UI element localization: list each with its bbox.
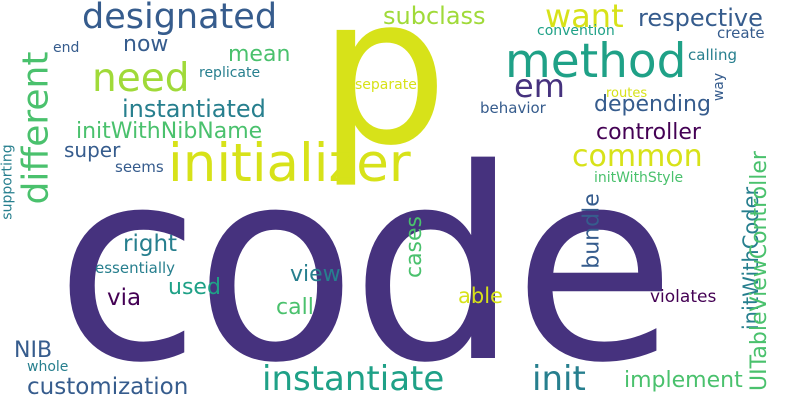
word-bundle: bundle — [579, 193, 605, 269]
word-code: code — [55, 113, 676, 400]
word-common: common — [572, 139, 703, 174]
word-supporting: supporting — [0, 144, 16, 220]
word-super: super — [64, 138, 121, 162]
word-via: via — [107, 285, 142, 311]
word-convention: convention — [537, 23, 615, 39]
word-depending: depending — [594, 92, 711, 117]
word-initWithStyle: initWithStyle — [594, 170, 684, 186]
word-initWithNibName: initWithNibName — [76, 119, 263, 144]
word-call: call — [276, 295, 314, 320]
word-now: now — [123, 32, 169, 57]
word-subclass: subclass — [383, 2, 486, 30]
word-UITableViewController: UITableViewController — [746, 151, 772, 391]
word-separate: separate — [355, 77, 417, 93]
word-instantiate: instantiate — [262, 359, 445, 399]
word-initializer: initializer — [168, 133, 411, 194]
word-method: method — [505, 34, 687, 89]
word-essentially: essentially — [95, 259, 176, 277]
word-right: right — [123, 231, 178, 257]
word-used: used — [168, 275, 221, 300]
word-way: way — [711, 72, 728, 102]
word-mean: mean — [228, 42, 291, 67]
word-p: p — [318, 0, 449, 191]
word-want: want — [545, 0, 624, 35]
word-replicate: replicate — [199, 65, 261, 81]
word-calling: calling — [688, 46, 737, 64]
word-init: init — [532, 359, 586, 399]
word-NIB: NIB — [14, 338, 53, 363]
word-different: different — [15, 51, 57, 205]
word-view: view — [290, 262, 341, 287]
word-em: em — [514, 67, 565, 105]
word-violates: violates — [650, 287, 717, 307]
word-instantiated: instantiated — [122, 95, 266, 123]
word-respective: respective — [638, 4, 763, 32]
word-routes: routes — [606, 86, 648, 101]
word-cases: cases — [402, 215, 428, 279]
word-controller: controller — [596, 120, 701, 145]
word-create: create — [717, 24, 765, 42]
word-end: end — [53, 40, 80, 56]
word-implement: implement — [624, 368, 743, 393]
word-need: need — [92, 56, 190, 101]
word-whole: whole — [27, 359, 69, 375]
word-behavior: behavior — [480, 99, 546, 117]
word-able: able — [458, 284, 503, 308]
word-seems: seems — [115, 158, 164, 176]
word-customization: customization — [27, 374, 189, 400]
word-designated: designated — [82, 0, 278, 37]
